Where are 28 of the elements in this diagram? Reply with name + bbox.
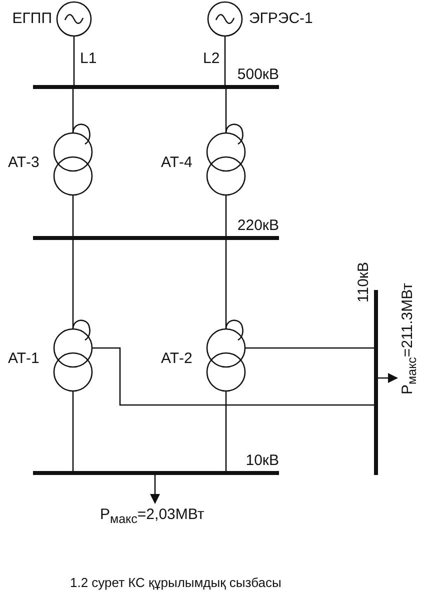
arrow bbox=[150, 475, 160, 504]
generator-label: ЭГРЭС-1 bbox=[249, 10, 313, 28]
transformer-label: АТ-3 bbox=[8, 154, 40, 172]
transformer-label: АТ-4 bbox=[161, 154, 192, 172]
connection-line bbox=[92, 347, 374, 406]
line-label: L2 bbox=[203, 50, 220, 68]
connection-line bbox=[72, 195, 74, 236]
connection-line bbox=[225, 89, 227, 133]
connection-line bbox=[224, 36, 226, 85]
connection-line bbox=[225, 391, 227, 471]
connection-line bbox=[72, 89, 74, 133]
transformer-label: АТ-2 bbox=[161, 350, 192, 368]
line-label: L1 bbox=[80, 50, 97, 68]
generator-label: ЕГПП bbox=[12, 10, 52, 28]
connection-line bbox=[72, 240, 74, 329]
caption: 1.2 сурет КС құрылымдық сызбасы bbox=[70, 574, 282, 592]
load-power-label: P$_{макс}$=2,03МВт bbox=[100, 506, 204, 528]
connection-line bbox=[245, 347, 374, 349]
connection-line bbox=[225, 240, 227, 329]
connection-line bbox=[72, 391, 74, 471]
connection-line bbox=[73, 36, 75, 85]
transformer-label: АТ-1 bbox=[8, 350, 40, 368]
bus-voltage-label: 10кВ bbox=[246, 452, 279, 470]
connection-line bbox=[225, 195, 227, 236]
bus-voltage-label: 220кВ bbox=[237, 217, 279, 235]
bus-voltage-label: 500кВ bbox=[237, 66, 279, 84]
arrow bbox=[378, 373, 398, 383]
bus-voltage-label: 110кВ bbox=[355, 262, 373, 302]
